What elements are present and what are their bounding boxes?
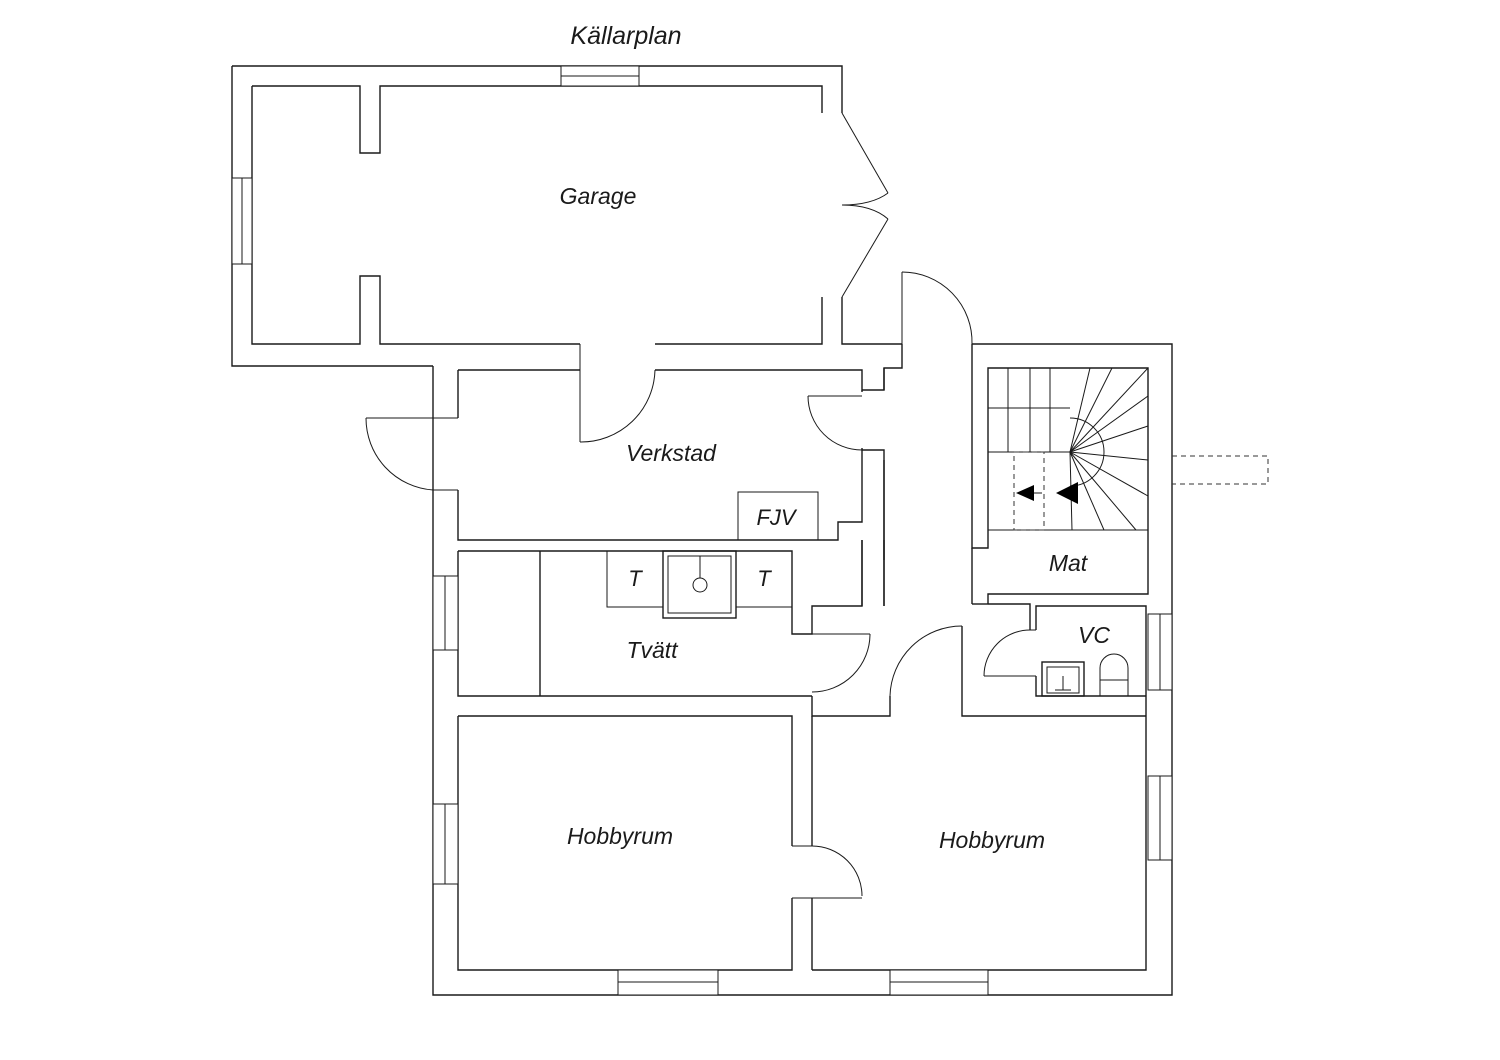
door (365, 417, 458, 491)
room-label-vc: VC (1078, 622, 1110, 648)
garage-walls (231, 65, 1173, 996)
vc-walls (988, 603, 1147, 716)
door (579, 344, 656, 443)
door (792, 845, 863, 899)
door (901, 271, 973, 345)
room-label-hobbyrum-left: Hobbyrum (567, 823, 673, 849)
stair-area-walls (972, 344, 1149, 604)
tumble-label: T (757, 566, 772, 591)
sink-icon (662, 550, 737, 619)
toilet-icon (1099, 653, 1129, 697)
tumble-label: T (628, 566, 643, 591)
staircase-icon (988, 367, 1149, 531)
room-label-tvatt: Tvätt (626, 637, 679, 663)
door (983, 629, 1036, 677)
door (807, 395, 863, 451)
exterior-step-outline (1172, 455, 1269, 485)
room-label-mat: Mat (1049, 550, 1089, 576)
washbasin-icon (1041, 661, 1085, 697)
garage-door (841, 112, 889, 298)
fjv-unit (737, 491, 819, 541)
fjv-label: FJV (756, 505, 797, 530)
hall-walls (811, 368, 1146, 717)
plan-title: Källarplan (570, 22, 681, 50)
door (889, 625, 963, 697)
door (811, 633, 871, 693)
room-label-verkstad: Verkstad (626, 440, 717, 466)
room-label-hobbyrum-right: Hobbyrum (939, 827, 1045, 853)
room-label-garage: Garage (560, 183, 637, 209)
